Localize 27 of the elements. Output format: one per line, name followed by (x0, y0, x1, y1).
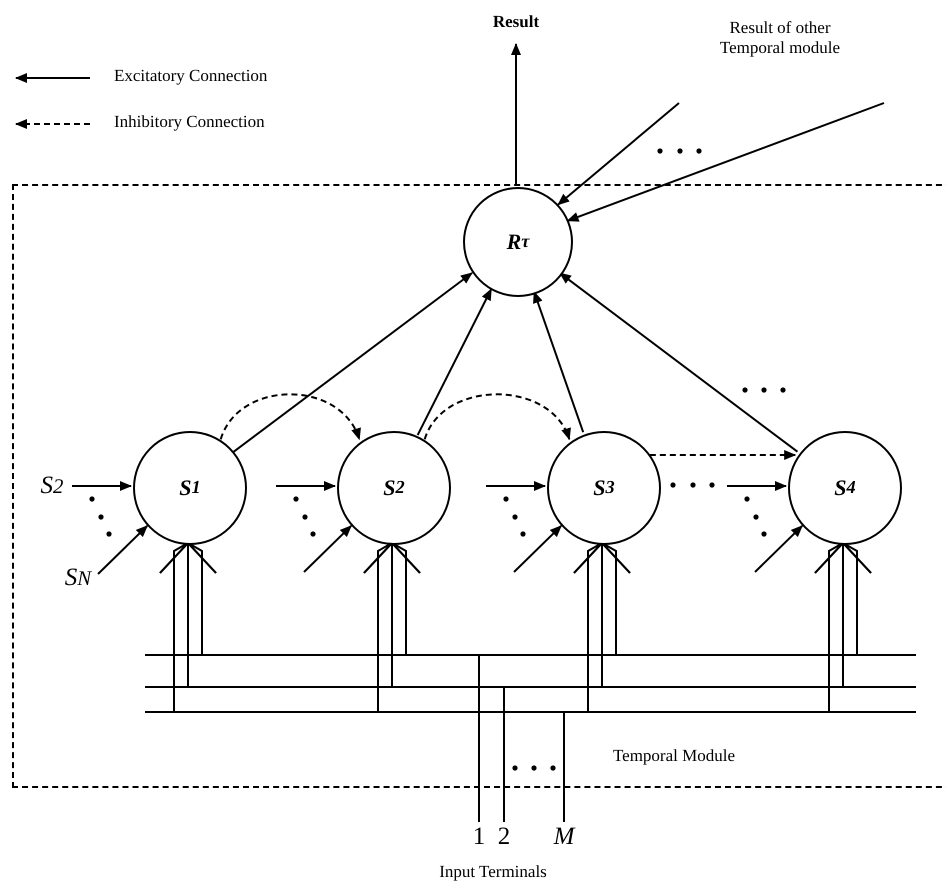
terminal-number: 2 (494, 822, 514, 854)
terminal-number: 1 (469, 822, 489, 854)
input-source-label: Result of other Temporal module (660, 18, 900, 103)
arrow (754, 525, 803, 573)
arrow (513, 525, 562, 573)
arrow (727, 481, 787, 491)
terminal-number: M (551, 822, 577, 854)
legend-label: Excitatory Connection (114, 66, 268, 86)
arrow (557, 102, 680, 206)
arrow (72, 481, 132, 491)
arrow (276, 481, 336, 491)
arrow (303, 525, 352, 573)
module-label: Temporal Module (612, 746, 735, 766)
dashed-arrow (424, 393, 570, 440)
arrow (486, 481, 546, 491)
arrow (416, 288, 492, 436)
legend-label: Inhibitory Connection (114, 112, 265, 132)
dashed-arrow (650, 450, 796, 460)
output-label: Result (466, 12, 566, 40)
caption-label: Input Terminals (438, 862, 548, 882)
arrow (233, 272, 473, 453)
dashed-arrow (220, 393, 360, 440)
arrow (97, 525, 148, 575)
arrow (566, 102, 884, 222)
input-line (563, 542, 872, 822)
arrow (511, 43, 521, 185)
arrow (559, 272, 798, 453)
